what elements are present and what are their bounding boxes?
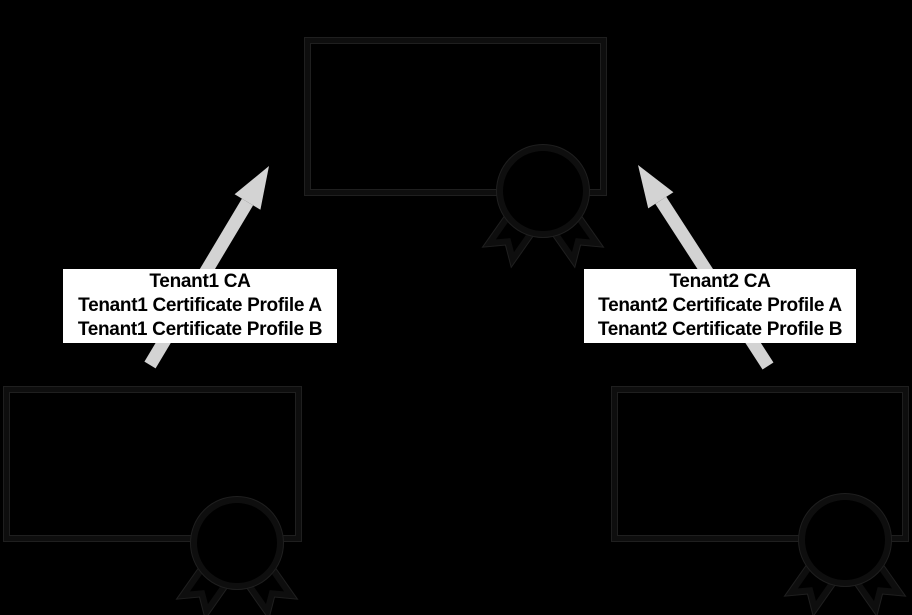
root-certificate-box xyxy=(305,38,606,195)
tenant2-profile-b-line: Tenant2 Certificate Profile B xyxy=(597,319,843,340)
tenant2-ca-line: Tenant2 CA xyxy=(669,271,771,292)
up-right-arrow-head xyxy=(234,166,269,210)
certificate-ribbon-icon xyxy=(175,496,299,615)
tenant2-profile-a-line: Tenant2 Certificate Profile A xyxy=(598,295,842,316)
tenant1-profile-b-line: Tenant1 Certificate Profile B xyxy=(77,319,323,340)
up-left-arrow-head xyxy=(638,165,674,209)
tenant1-ca-line: Tenant1 CA xyxy=(149,271,251,292)
tenant1-profile-a-line: Tenant1 Certificate Profile A xyxy=(78,295,322,316)
tenant2-label: Tenant2 CA Tenant2 Certificate Profile A… xyxy=(584,269,856,343)
tenant1-label: Tenant1 CA Tenant1 Certificate Profile A… xyxy=(63,269,337,343)
certificate-ribbon-icon xyxy=(783,493,907,615)
certificate-ribbon-icon xyxy=(481,144,605,269)
